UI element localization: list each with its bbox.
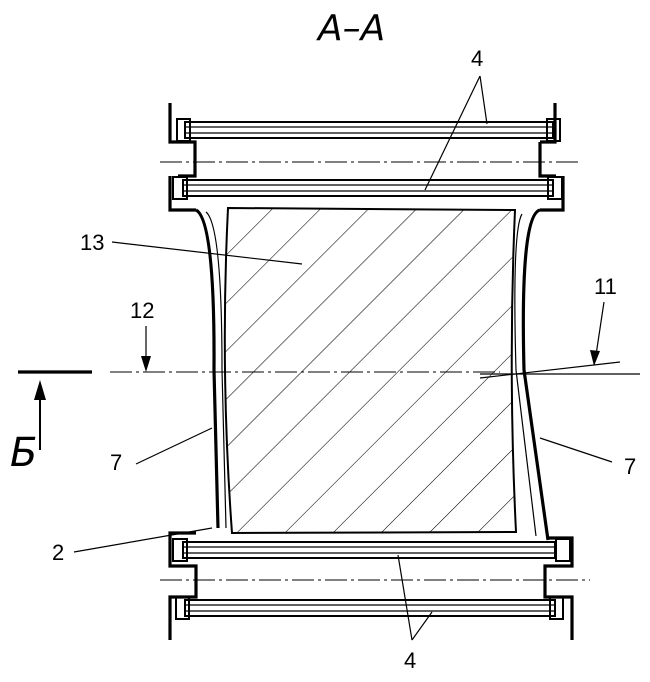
label-7-left: 7 xyxy=(110,450,122,475)
label-13: 13 xyxy=(80,230,104,255)
label-4-bottom: 4 xyxy=(404,648,416,673)
hatched-block xyxy=(225,208,516,533)
label-2: 2 xyxy=(52,540,64,565)
bottom-flange-assembly xyxy=(170,533,572,640)
section-indicator: Б xyxy=(10,372,92,476)
section-title: A–A xyxy=(316,8,385,49)
label-4-top: 4 xyxy=(471,46,483,71)
label-7-right: 7 xyxy=(624,454,636,479)
section-mark-label: Б xyxy=(10,430,37,476)
top-flange-assembly xyxy=(170,103,563,210)
label-11: 11 xyxy=(594,274,617,299)
label-12: 12 xyxy=(130,298,154,323)
